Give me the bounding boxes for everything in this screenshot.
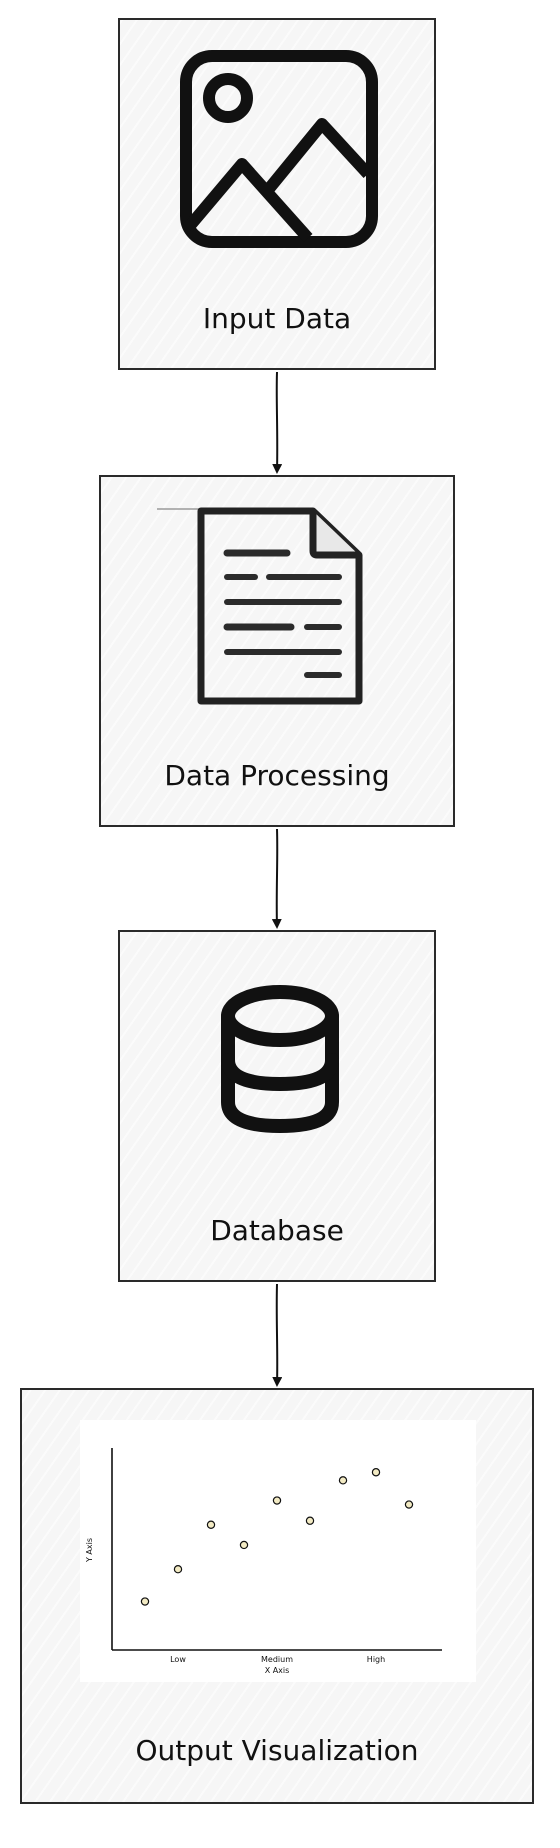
document-icon [157,507,367,707]
data-processing-node: Data Processing [99,475,455,827]
arrow-database-to-output [272,1283,283,1387]
x-axis-label: X Axis [265,1666,290,1675]
input-data-node: Input Data [118,18,436,370]
data-point [173,1564,183,1574]
data-point [338,1476,348,1485]
data-processing-label: Data Processing [164,759,390,792]
image-icon [180,50,380,250]
database-node: Database [118,930,436,1282]
data-point [404,1500,414,1509]
arrow-input-to-processing [272,371,283,474]
output-visualization-node: Low Medium High X Axis Y Axis Output Visua… [20,1388,534,1804]
scatter-chart-svg: Low Medium High X Axis Y Axis [85,1448,442,1675]
database-icon [218,984,342,1134]
x-tick-label: Medium [261,1655,293,1664]
data-point [239,1540,249,1550]
x-tick-label: High [367,1655,385,1664]
data-point [371,1468,381,1477]
data-point [305,1516,315,1525]
data-point [140,1597,150,1606]
data-point [272,1496,282,1505]
output-visualization-label: Output Visualization [135,1734,419,1767]
scatter-chart: Low Medium High X Axis Y Axis [80,1420,476,1682]
database-label: Database [210,1214,344,1247]
input-data-label: Input Data [202,302,352,335]
arrow-processing-to-database [271,828,282,929]
y-axis-label: Y Axis [85,1538,94,1563]
data-point [206,1520,216,1529]
x-tick-label: Low [170,1655,186,1664]
